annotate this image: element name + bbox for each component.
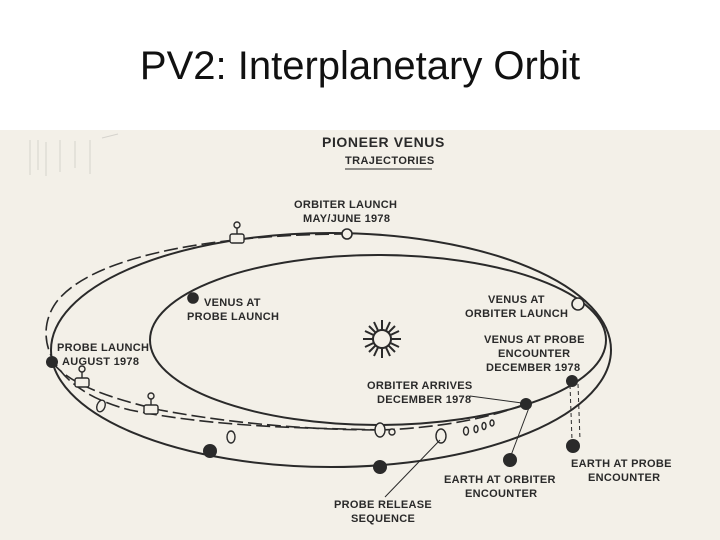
venus-probe-launch-label: VENUS AT bbox=[204, 297, 261, 309]
probe-launch-date: AUGUST 1978 bbox=[62, 356, 139, 368]
orbiter-launch-label: ORBITER LAUNCH bbox=[294, 199, 397, 211]
earth-orbiter-encounter-marker bbox=[503, 453, 517, 467]
venus-orbiter-launch-marker bbox=[571, 297, 585, 311]
venus-probe-encounter-date: DECEMBER 1978 bbox=[486, 362, 580, 374]
scan-artifact bbox=[29, 133, 119, 176]
diagram-subtitle: TRAJECTORIES bbox=[345, 155, 435, 167]
earth-probe-encounter-label-2: ENCOUNTER bbox=[588, 472, 660, 484]
leader-lines bbox=[384, 383, 581, 498]
trajectory-diagram: PIONEER VENUS TRAJECTORIES bbox=[0, 130, 720, 540]
orbiter-arrives-label: ORBITER ARRIVES bbox=[367, 380, 473, 392]
diagram-title: PIONEER VENUS bbox=[322, 134, 445, 150]
venus-probe-encounter-label: VENUS AT PROBE bbox=[484, 334, 585, 346]
spacecraft-icon bbox=[74, 221, 495, 444]
earth-probe-encounter-label: EARTH AT PROBE bbox=[571, 458, 672, 470]
venus-orbiter-launch-label: VENUS AT bbox=[488, 294, 545, 306]
earth-probe-launch-marker bbox=[46, 356, 58, 368]
earth-probe-encounter-marker bbox=[566, 439, 580, 453]
venus-probe-encounter-label-2: ENCOUNTER bbox=[498, 348, 570, 360]
earth-orbiter-encounter-label-2: ENCOUNTER bbox=[465, 488, 537, 500]
earth-orbit bbox=[50, 232, 612, 468]
probe-launch-label: PROBE LAUNCH bbox=[57, 342, 149, 354]
slide-title: PV2: Interplanetary Orbit bbox=[139, 44, 581, 88]
venus-probe-encounter-marker bbox=[566, 375, 578, 387]
earth-marker-2 bbox=[373, 460, 387, 474]
earth-orbiter-encounter-label: EARTH AT ORBITER bbox=[444, 474, 556, 486]
venus-probe-launch-marker bbox=[187, 292, 199, 304]
orbiter-arrives-date: DECEMBER 1978 bbox=[377, 394, 471, 406]
probe-release-label-2: SEQUENCE bbox=[351, 513, 415, 525]
sun-icon bbox=[363, 320, 401, 358]
probe-trajectory bbox=[51, 361, 526, 431]
venus-probe-launch-label-2: PROBE LAUNCH bbox=[187, 311, 279, 323]
probe-release-label: PROBE RELEASE bbox=[334, 499, 432, 511]
earth-orbiter-launch-marker bbox=[341, 228, 353, 240]
earth-marker-1 bbox=[203, 444, 217, 458]
venus-orbiter-launch-label-2: ORBITER LAUNCH bbox=[465, 308, 568, 320]
venus-orbiter-arrival-marker bbox=[520, 398, 532, 410]
orbiter-launch-date: MAY/JUNE 1978 bbox=[303, 213, 390, 225]
